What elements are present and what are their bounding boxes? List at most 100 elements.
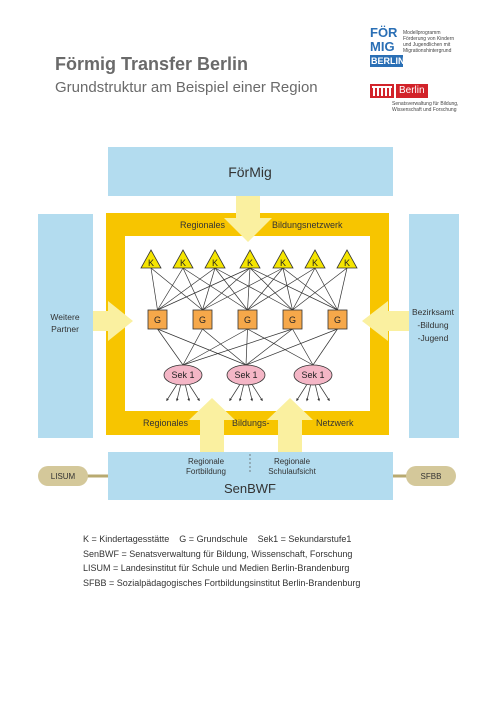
lisum-pill [38,466,88,486]
right-district-box [409,214,459,438]
connector-line [175,384,181,402]
arrow-left-in [93,301,133,341]
connector-line [214,267,293,311]
legend-line: SFBB = Sozialpädagogisches Fortbildungsi… [83,577,361,588]
connector-line [248,384,254,402]
connector-line [185,384,191,402]
connector-line [157,328,247,366]
connector-line [247,267,284,311]
g-node-label: G [154,315,161,325]
senbwf-main-label: SenBWF [224,481,276,496]
network-label-bottom-right: Netzwerk [316,418,354,428]
g-node: G [327,309,348,330]
left-partner-box [38,214,93,438]
k-node-label: K [247,258,253,268]
k-node-label: K [148,258,154,268]
connector-line [182,328,293,366]
connector-line [292,267,316,311]
g-node: G [147,309,168,330]
foermig-logo: FÖR MIG BERLIN [370,25,405,73]
network-label-bottom-mid: Bildungs- [232,418,270,428]
k-node-label: K [180,258,186,268]
connector-line [249,267,338,311]
k-node: K [336,249,358,269]
connector-line [282,267,293,311]
connector-line [182,267,203,311]
legend: K = Kindertagesstätte G = Grundschule Se… [83,532,360,590]
connector-line [229,384,240,402]
sek-node-label: Sek 1 [171,370,194,380]
connector-line [296,384,307,402]
right-box-label-2: -Bildung [417,320,448,330]
berlin-desc-line: Wissenschaft und Forschung [392,107,457,113]
senbwf-right-label-1: Regionale [274,457,311,466]
g-node-label: G [244,315,251,325]
foermig-box [108,147,393,196]
foermig-desc-line: Modellprogramm [403,30,441,36]
g-sek-connections [157,328,338,366]
g-node: G [192,309,213,330]
berlin-logo-desc: Senatsverwaltung für Bildung, Wissenscha… [392,101,458,113]
connector-line [157,267,251,311]
g-node-label: G [334,315,341,325]
connector-line [337,267,348,311]
connector-line [245,328,248,366]
network-label-top-left: Regionales [180,220,226,230]
foermig-box-label: FörMig [228,164,272,180]
connector-line [182,328,203,366]
connector-line [245,328,293,366]
connector-line [252,384,263,402]
k-node: K [204,249,226,269]
foermig-desc-line: Förderung von Kindern [403,36,455,42]
connector-line [292,328,314,366]
k-node-label: K [280,258,286,268]
lisum-pill-label: LISUM [51,472,76,481]
connector-line [312,328,338,366]
foermig-logo-line3: BERLIN [371,56,405,66]
senbwf-left-label-1: Regionale [188,457,225,466]
arrow-right-in [362,301,409,341]
foermig-logo-line1: FÖR [370,25,398,40]
right-box-label-1: Bezirksamt [412,307,455,317]
page-subtitle: Grundstruktur am Beispiel einer Region [55,79,318,96]
connector-line [292,267,348,311]
senbwf-box [108,452,393,500]
sek-node-label: Sek 1 [301,370,324,380]
k-node: K [304,249,326,269]
g-node-label: G [289,315,296,325]
connector-line [182,328,248,366]
connector-line [157,267,184,311]
connector-line [202,267,284,311]
k-node-label: K [344,258,350,268]
foermig-logo-desc: Modellprogramm Förderung von Kindern und… [403,30,454,54]
sek-node: Sek 1 [293,364,333,386]
sek-node-label: Sek 1 [234,370,257,380]
connector-line [247,267,251,311]
connector-line [314,267,338,311]
connector-line [189,384,200,402]
berlin-logo-name: Berlin [396,84,428,98]
network-label-bottom-left: Regionales [143,418,189,428]
connector-line [238,384,244,402]
berlin-bear-icon [370,84,394,98]
connector-line [202,267,251,311]
k-node: K [140,249,162,269]
berlin-desc-line: Senatsverwaltung für Bildung, [392,101,459,107]
arrow-bottom-left-up [189,398,235,452]
sfbb-pill-label: SFBB [421,472,442,481]
connector-line [247,328,314,366]
foermig-logo-band [370,55,403,67]
k-node: K [272,249,294,269]
connector-line [157,267,216,311]
foermig-desc-line: und Jugendlichen mit [403,42,451,48]
connector-line [202,267,216,311]
k-node-label: K [212,258,218,268]
network-label-top-right: Bildungsnetzwerk [272,220,343,230]
page-title: Förmig Transfer Berlin [55,54,249,74]
arrow-top-down [224,196,272,242]
connector-line [245,328,338,366]
connector-line [157,328,184,366]
connector-line [202,328,247,366]
left-box-label-2: Partner [51,324,79,334]
